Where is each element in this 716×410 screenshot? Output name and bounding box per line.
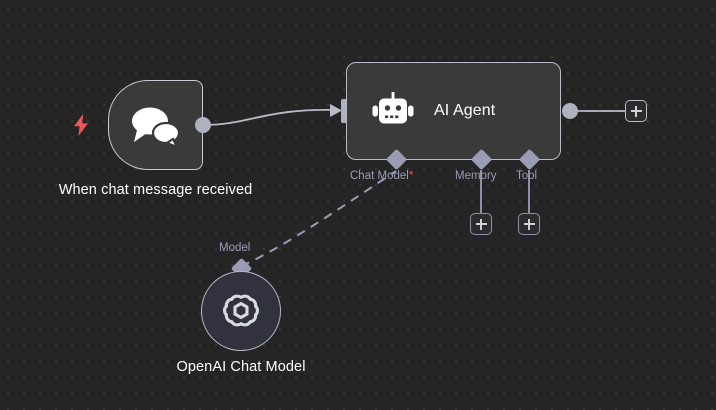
plus-icon	[630, 105, 642, 117]
edge-trigger-to-agent	[202, 108, 339, 126]
port-label-tool[interactable]: Tool	[516, 170, 538, 182]
plus-icon	[475, 218, 487, 230]
port-label-chat-model-text: Chat Model	[350, 170, 409, 182]
add-node-button-tool[interactable]	[518, 213, 540, 235]
agent-output-port[interactable]	[562, 103, 578, 119]
openai-logo-icon	[222, 294, 260, 327]
add-node-button-memory[interactable]	[470, 213, 492, 235]
node-when-chat-message-received[interactable]	[108, 80, 203, 170]
chat-bubbles-icon	[131, 107, 180, 148]
port-label-model[interactable]: Model	[219, 242, 251, 254]
trigger-output-port[interactable]	[195, 117, 211, 133]
port-label-memory[interactable]: Memory	[455, 170, 497, 182]
node-label-ai-agent: AI Agent	[434, 102, 496, 119]
add-node-button-main-output[interactable]	[625, 100, 647, 122]
robot-icon	[372, 92, 414, 124]
required-asterisk-icon: *	[408, 170, 414, 182]
node-ai-agent[interactable]: AI Agent	[346, 62, 561, 160]
node-label-openai-chat-model[interactable]: OpenAI Chat Model	[176, 359, 306, 375]
node-label-when-chat-message-received[interactable]: When chat message received	[58, 182, 253, 198]
lightning-bolt-icon	[74, 114, 88, 136]
edge-openai-to-chat-model	[240, 170, 397, 267]
port-label-chat-model[interactable]: Chat Model*	[350, 170, 413, 182]
node-openai-chat-model[interactable]	[201, 271, 281, 351]
plus-icon	[523, 218, 535, 230]
